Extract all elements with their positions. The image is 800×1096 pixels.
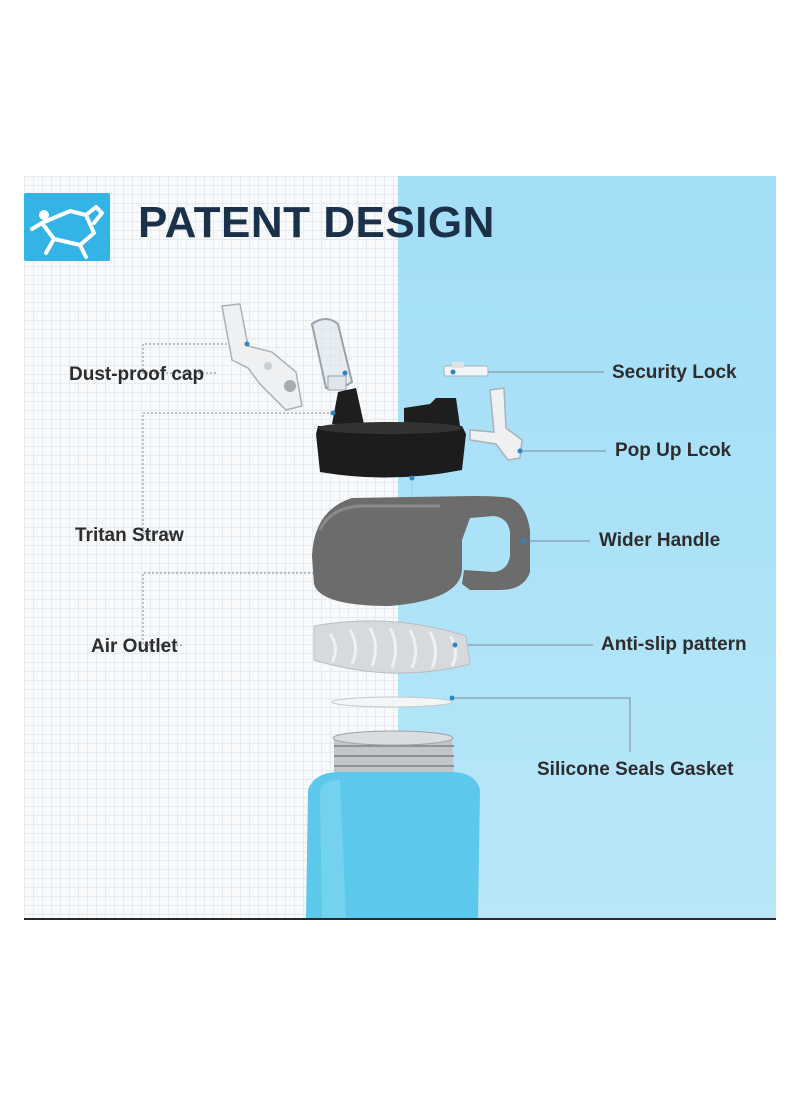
label-silicone-seals-gasket: Silicone Seals Gasket bbox=[537, 759, 734, 780]
tritan-straw-part bbox=[310, 318, 354, 391]
bottom-divider bbox=[24, 918, 776, 920]
page-title: PATENT DESIGN bbox=[138, 198, 495, 247]
anti-slip-ring-part bbox=[313, 620, 471, 674]
silicone-gasket-part bbox=[331, 696, 453, 708]
pop-up-lock-part bbox=[469, 387, 523, 461]
label-pop-up-lock: Pop Up Lcok bbox=[615, 440, 732, 461]
label-tritan-straw: Tritan Straw bbox=[75, 525, 184, 546]
label-security-lock: Security Lock bbox=[612, 362, 737, 383]
logo-badge bbox=[24, 193, 110, 261]
label-dust-proof-cap: Dust-proof cap bbox=[69, 364, 205, 385]
lid-top-part bbox=[316, 388, 466, 478]
dust-proof-cap-part bbox=[221, 303, 303, 411]
label-anti-slip-pattern: Anti-slip pattern bbox=[601, 634, 747, 655]
wider-handle-part bbox=[312, 496, 530, 606]
label-wider-handle: Wider Handle bbox=[599, 530, 721, 551]
label-air-outlet: Air Outlet bbox=[91, 636, 178, 657]
security-lock-part bbox=[443, 362, 489, 377]
leader-lines bbox=[142, 343, 631, 752]
leader-dots bbox=[244, 341, 527, 701]
bottle-body-part bbox=[306, 730, 480, 918]
bottle-icon bbox=[30, 205, 104, 259]
